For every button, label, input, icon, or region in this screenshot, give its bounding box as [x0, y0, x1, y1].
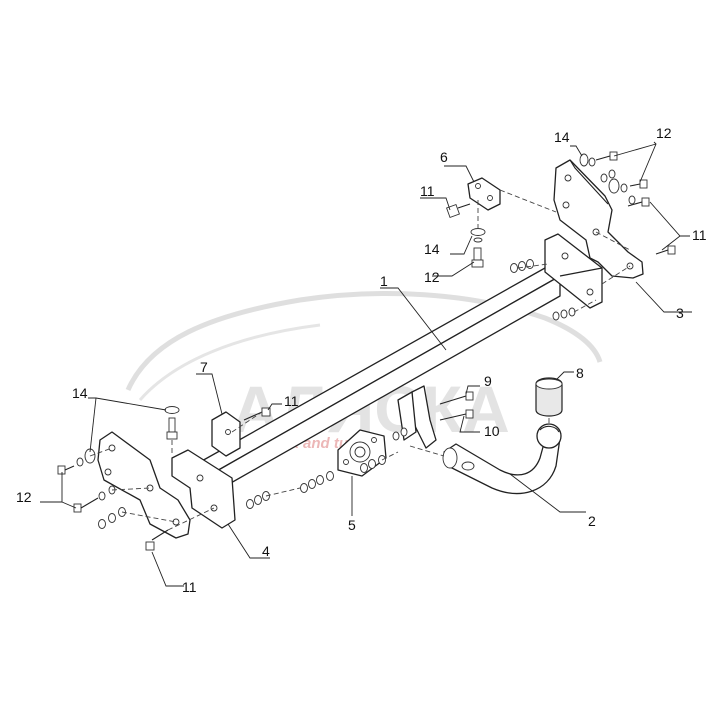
callout-12-right: 12 — [656, 125, 672, 141]
callout-5: 5 — [348, 517, 356, 533]
bolt-top-right-1 — [579, 151, 618, 167]
part-1-crossbar — [199, 233, 603, 493]
callout-4: 4 — [262, 543, 270, 559]
hardware — [57, 151, 676, 551]
callout-11-left-upper: 11 — [284, 393, 299, 409]
nuts-left-lower — [98, 507, 126, 529]
callout-11-right: 11 — [692, 227, 707, 243]
washer-stack-left-14 — [164, 406, 180, 440]
part-7-left-bracket — [211, 411, 241, 457]
assembly-lines — [89, 189, 631, 531]
callout-1: 1 — [380, 273, 388, 289]
callout-14-right: 14 — [554, 129, 570, 145]
center-bolt-stack — [446, 203, 486, 268]
bolt-top-right-2 — [600, 169, 648, 194]
watermark-car-outline — [125, 291, 603, 392]
part-3-right-bracket — [553, 159, 644, 279]
callout-2: 2 — [588, 513, 596, 529]
callout-3: 3 — [676, 305, 684, 321]
left-side-bracket — [97, 431, 191, 539]
bolt-top-right-3 — [627, 195, 650, 207]
callout-12-left: 12 — [16, 489, 32, 505]
nuts-right-end — [510, 259, 576, 321]
callout-11-left-lower: 11 — [182, 579, 197, 595]
callout-14-left: 14 — [72, 385, 88, 401]
bolt-left-middle — [73, 485, 116, 513]
callout-6: 6 — [440, 149, 448, 165]
nuts-center — [300, 427, 408, 493]
part-6-top-bracket — [467, 177, 501, 211]
bolt-left-upper — [57, 448, 96, 475]
bolt-left-lower — [145, 529, 169, 551]
callout-labels: 1 2 3 4 5 6 7 8 9 10 11 11 11 11 12 12 1… — [16, 125, 707, 595]
part-8-ball-cover — [535, 377, 563, 417]
callout-8: 8 — [576, 365, 584, 381]
leader-lines — [40, 141, 692, 587]
callout-10: 10 — [484, 423, 500, 439]
callout-12-center: 12 — [424, 269, 440, 285]
callout-9: 9 — [484, 373, 492, 389]
nuts-left-plate — [246, 491, 270, 509]
callout-11-center: 11 — [420, 183, 435, 199]
bolt-9 — [439, 391, 474, 405]
callout-14-center: 14 — [424, 241, 440, 257]
callout-7: 7 — [200, 359, 208, 375]
part-4-left-plate — [171, 449, 236, 529]
part-2-tow-ball-arm — [442, 423, 562, 495]
bolt-right-lower — [655, 245, 676, 255]
bolt-10 — [439, 409, 474, 421]
